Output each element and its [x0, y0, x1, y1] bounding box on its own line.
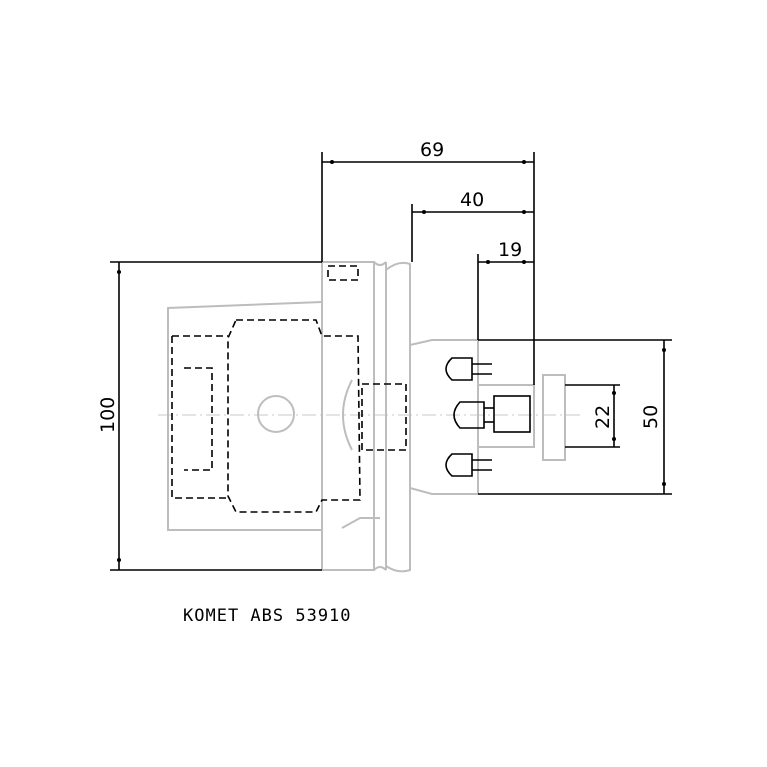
hidden-lines	[171, 265, 407, 513]
dimension-40: 40	[460, 189, 484, 211]
tool-holder-body	[167, 261, 566, 573]
dimension-69: 69	[420, 139, 444, 161]
dimension-lines	[110, 152, 672, 571]
part-caption: KOMET ABS 53910	[183, 606, 352, 626]
dimension-100: 100	[97, 397, 119, 433]
dimension-22: 22	[592, 405, 614, 429]
clamping-screws	[445, 357, 531, 477]
dimension-50: 50	[640, 405, 662, 429]
dimension-19: 19	[498, 239, 522, 261]
